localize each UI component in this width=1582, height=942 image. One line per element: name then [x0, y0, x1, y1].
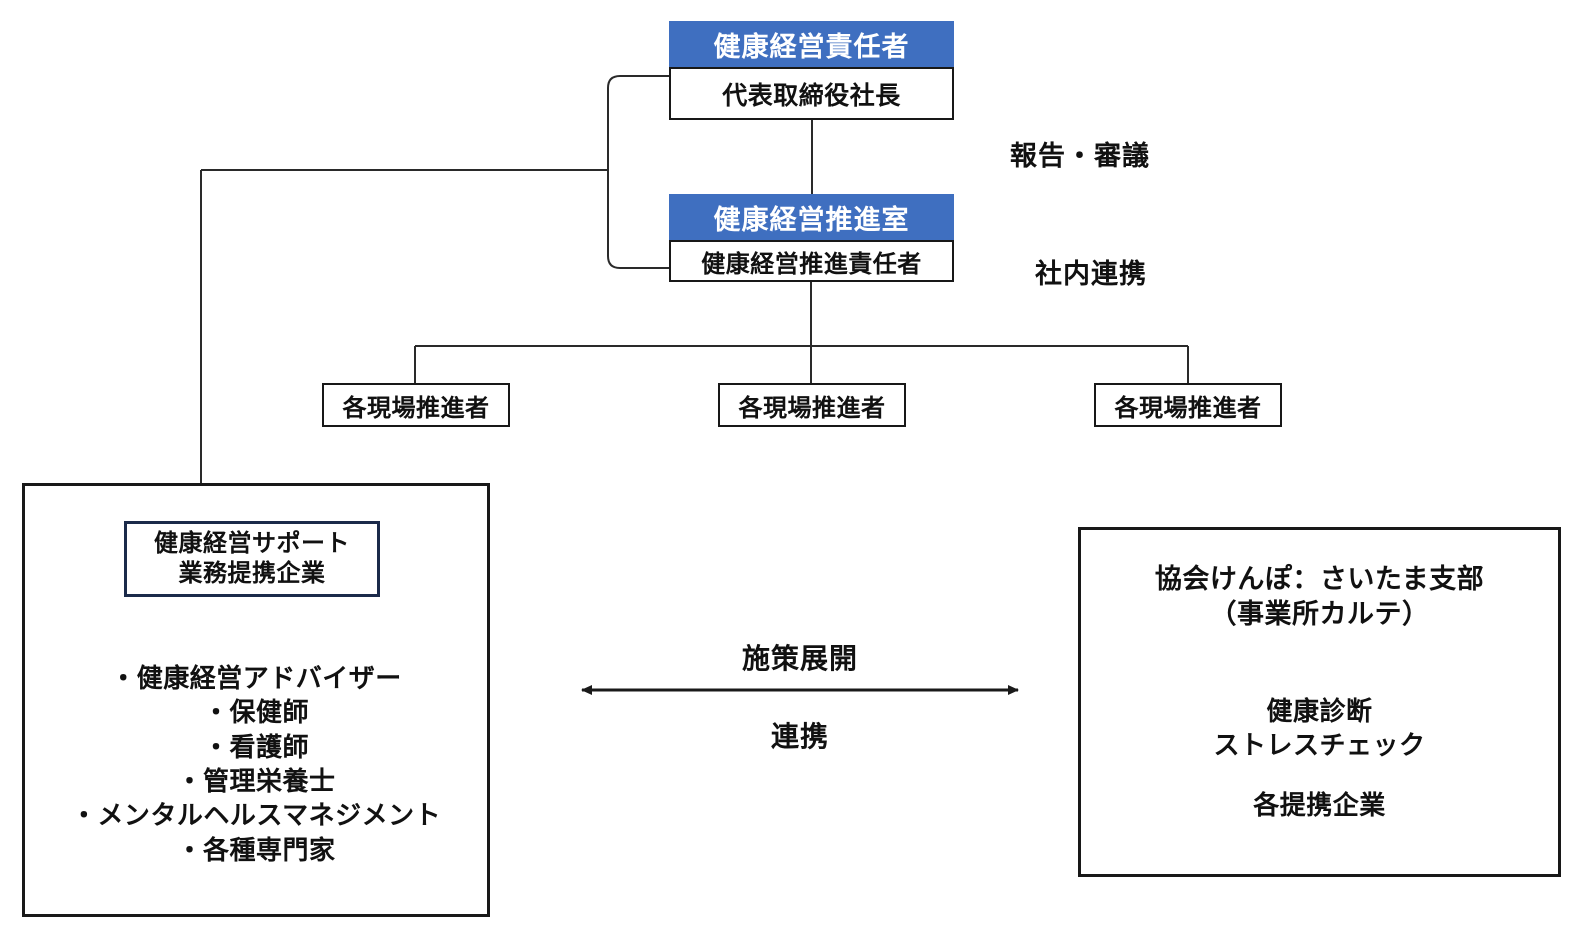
- list-item: ・各種専門家: [176, 834, 336, 865]
- node-site-promoter-2[interactable]: 各現場推進者: [718, 383, 906, 427]
- edge-label-report-deliberation: 報告・審議: [1010, 141, 1150, 171]
- kyokai-kenpo-title-line2: （事業所カルテ）: [1209, 599, 1430, 630]
- list-item: ・看護師: [202, 731, 309, 762]
- node-site-promoter-1-label: 各現場推進者: [342, 394, 490, 422]
- node-health-promotion-office-header: 健康経営推進室: [669, 194, 954, 240]
- kyokai-kenpo-title: 協会けんぽ：さいたま支部 （事業所カルテ）: [1078, 562, 1561, 632]
- kyokai-kenpo-service-stress-check: ストレスチェック: [1213, 729, 1426, 760]
- kyokai-kenpo-title-line1: 協会けんぽ：さいたま支部: [1154, 564, 1485, 594]
- edge-label-cooperation: 連携: [770, 721, 829, 752]
- node-site-promoter-3[interactable]: 各現場推進者: [1094, 383, 1282, 427]
- bidirectional-arrow: [581, 685, 1019, 695]
- support-companies-title-line2: 業務提携企業: [178, 560, 326, 587]
- support-companies-title-box: 健康経営サポート 業務提携企業: [124, 521, 380, 597]
- node-health-promotion-office-body: 健康経営推進責任者: [669, 240, 954, 282]
- support-companies-list: ・健康経営アドバイザー ・保健師 ・看護師 ・管理栄養士 ・メンタルヘルスマネジ…: [22, 661, 490, 867]
- list-item: ・管理栄養士: [176, 765, 336, 796]
- list-item: ・健康経営アドバイザー: [110, 663, 402, 693]
- connector-top-to-office: [811, 120, 813, 195]
- list-item: ・保健師: [202, 697, 309, 728]
- list-item: ・メンタルヘルスマネジメント: [70, 800, 442, 831]
- kyokai-kenpo-service-health-checkup: 健康診断: [1266, 696, 1373, 726]
- node-health-management-officer-header: 健康経営責任者: [669, 21, 954, 67]
- support-companies-title-line1: 健康経営サポート: [154, 530, 350, 557]
- kyokai-kenpo-services: 健康診断 ストレスチェック: [1078, 695, 1561, 763]
- node-health-management-officer[interactable]: 健康経営責任者 代表取締役社長: [669, 21, 954, 120]
- panel-support-companies[interactable]: [22, 483, 490, 917]
- node-health-promotion-office[interactable]: 健康経営推進室 健康経営推進責任者: [669, 194, 954, 282]
- kyokai-kenpo-partners: 各提携企業: [1253, 790, 1386, 820]
- node-site-promoter-2-label: 各現場推進者: [738, 394, 886, 422]
- panel-kyokai-kenpo[interactable]: [1078, 527, 1561, 877]
- node-site-promoter-3-label: 各現場推進者: [1114, 394, 1262, 422]
- node-site-promoter-1[interactable]: 各現場推進者: [322, 383, 510, 427]
- node-health-management-officer-body: 代表取締役社長: [669, 67, 954, 120]
- edge-label-policy-deployment: 施策展開: [741, 643, 858, 674]
- edge-label-internal-coordination: 社内連携: [1035, 259, 1147, 289]
